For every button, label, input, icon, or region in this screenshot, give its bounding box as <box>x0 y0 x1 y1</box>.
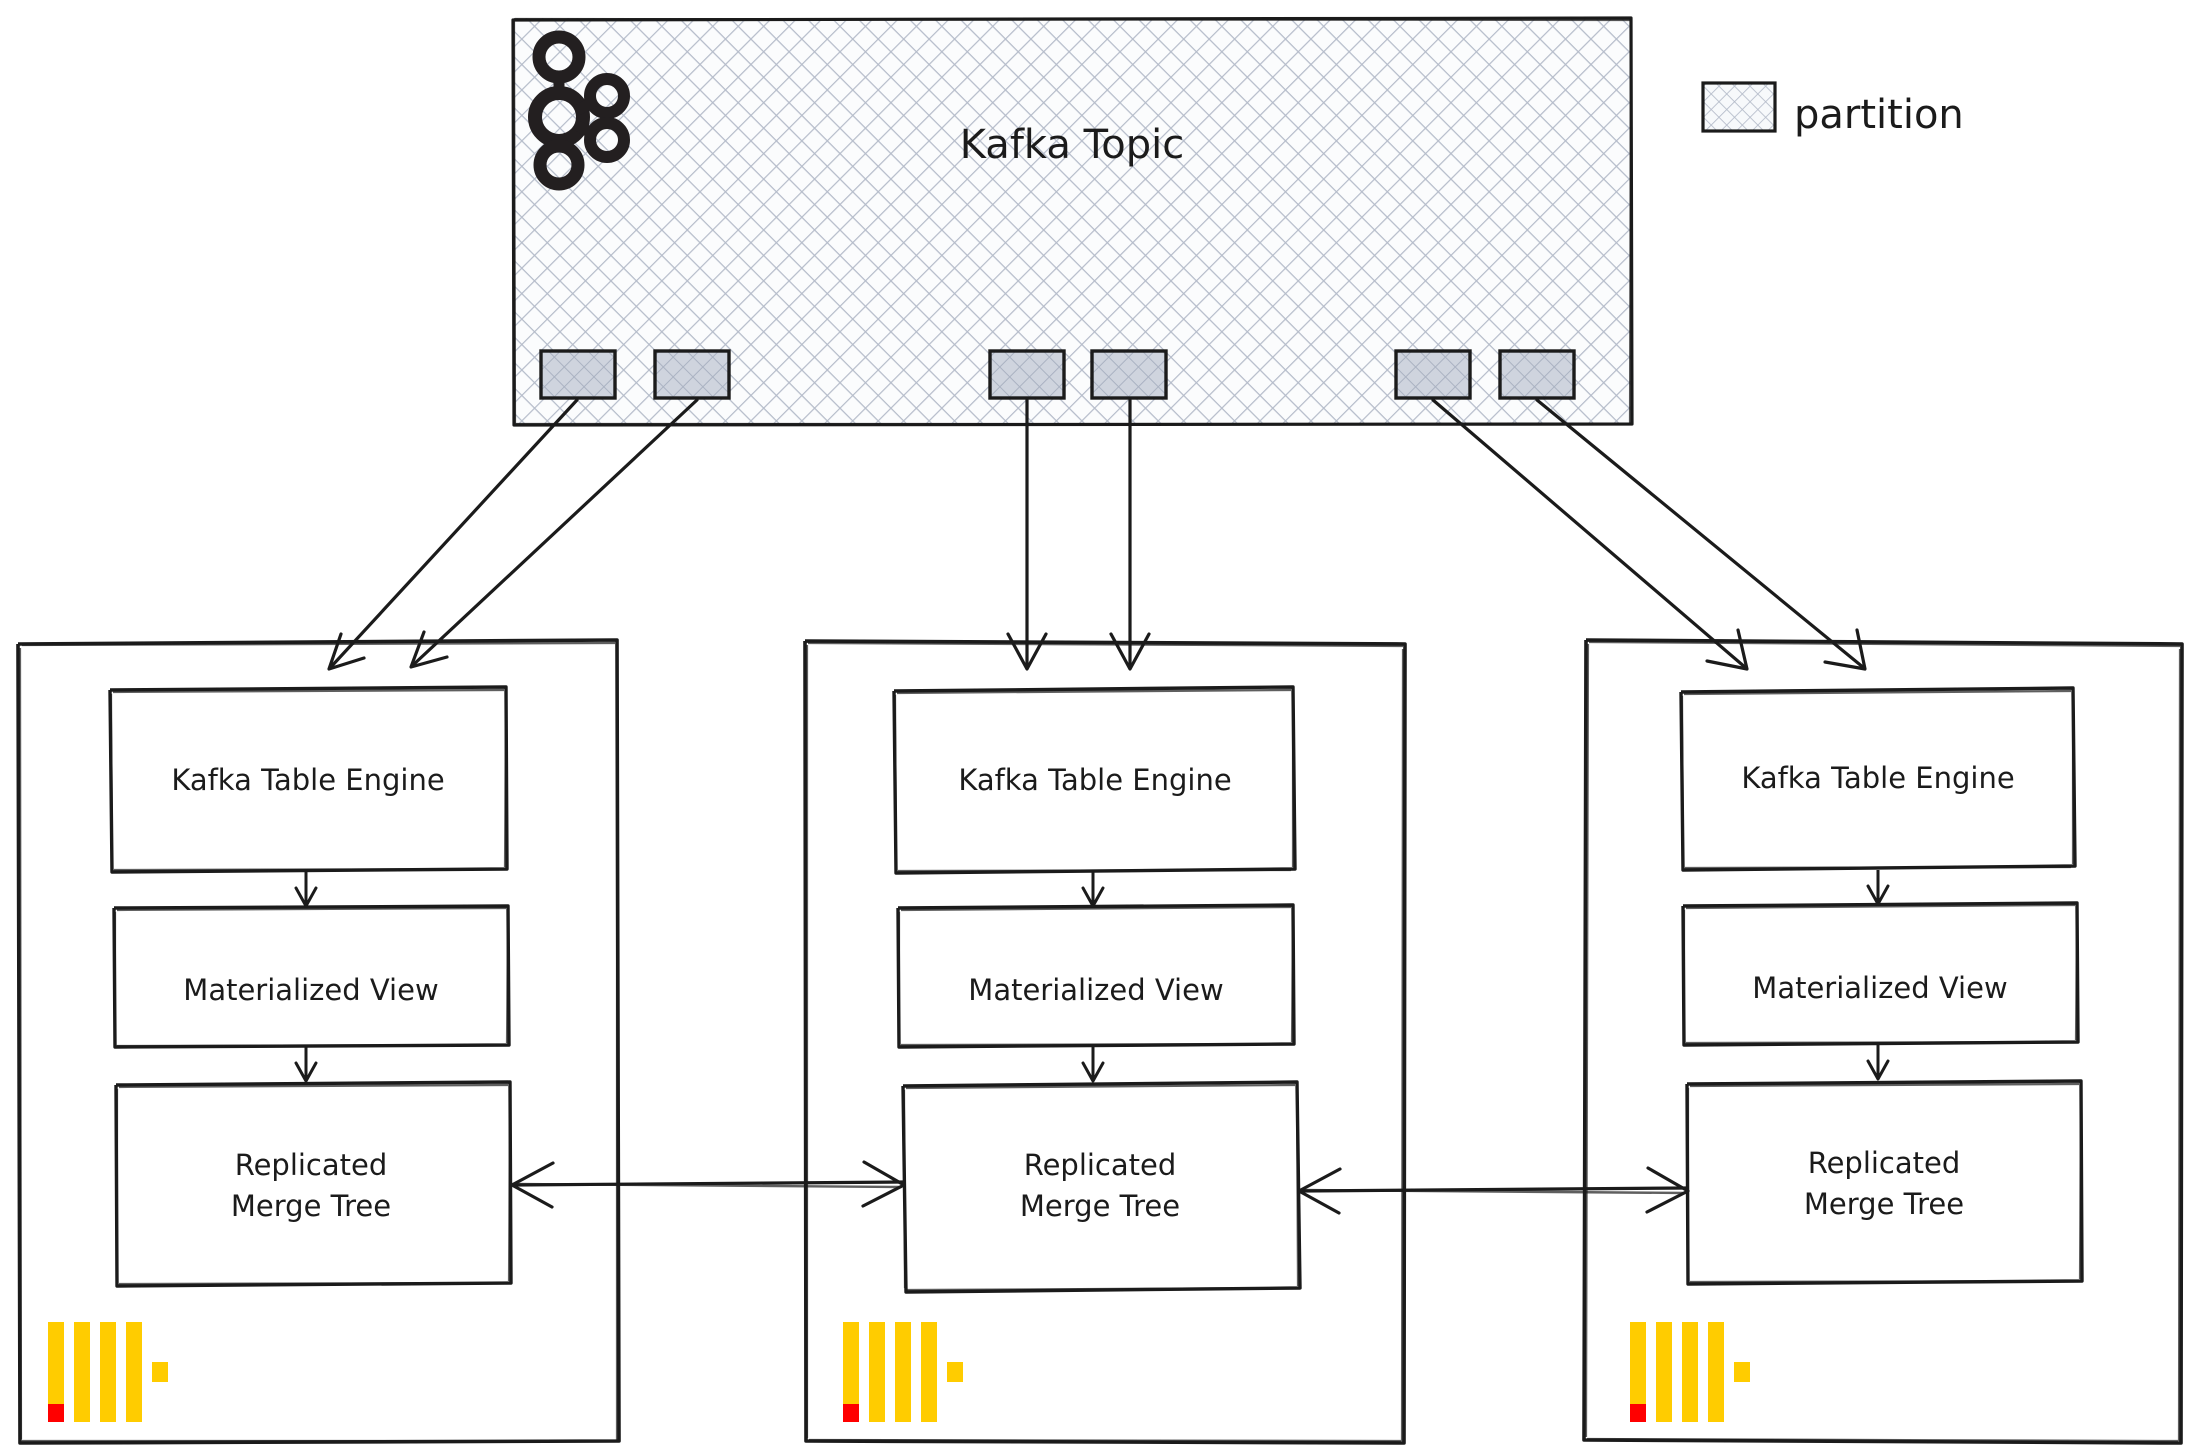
box-mv-2-label: Materialized View <box>968 973 1223 1007</box>
box-rmt-1-line2: Merge Tree <box>231 1189 391 1223</box>
arrow-mv2-rmt2 <box>1081 1047 1105 1083</box>
arrow-p4-node2 <box>1109 398 1151 671</box>
arrow-replication-1-2 <box>510 1160 906 1209</box>
box-mv-1[interactable]: Materialized View <box>112 904 511 1049</box>
arrow-mv1-rmt1 <box>294 1047 318 1083</box>
arrow-mv3-rmt3 <box>1866 1045 1890 1081</box>
box-rmt-2-line2: Merge Tree <box>1020 1189 1180 1223</box>
arrow-replication-2-3 <box>1297 1166 1690 1215</box>
cluster-node-3[interactable] <box>1582 638 2184 1445</box>
kafka-logo <box>528 30 630 191</box>
arrow-p1-node1 <box>327 398 579 671</box>
box-mv-3[interactable]: Materialized View <box>1681 901 2080 1047</box>
box-rmt-2[interactable]: Replicated Merge Tree <box>901 1080 1302 1294</box>
box-mv-1-label: Materialized View <box>183 973 438 1007</box>
clickhouse-logo-2 <box>843 1322 963 1422</box>
box-rmt-3-line1: Replicated <box>1808 1146 1961 1180</box>
partition-p5[interactable] <box>1394 349 1472 400</box>
partition-p1[interactable] <box>539 349 617 400</box>
box-kte-3-label: Kafka Table Engine <box>1741 761 2014 795</box>
box-rmt-3[interactable]: Replicated Merge Tree <box>1685 1079 2084 1286</box>
partition-p2[interactable] <box>653 349 731 400</box>
box-kte-1[interactable]: Kafka Table Engine <box>108 685 509 874</box>
legend: partition <box>1701 81 1964 138</box>
hatched-square-icon <box>1701 81 1777 133</box>
arrow-p3-node2 <box>1006 398 1048 671</box>
partition-p3[interactable] <box>988 349 1066 400</box>
kafka-topic-label: Kafka Topic <box>960 122 1184 168</box>
box-rmt-1-line1: Replicated <box>235 1148 388 1182</box>
box-rmt-1[interactable]: Replicated Merge Tree <box>114 1080 513 1288</box>
clickhouse-logo-3 <box>1630 1322 1750 1422</box>
cluster-node-1[interactable] <box>16 638 621 1445</box>
box-kte-1-label: Kafka Table Engine <box>171 763 444 797</box>
box-rmt-2-line1: Replicated <box>1024 1148 1177 1182</box>
clickhouse-logo-1 <box>48 1322 168 1422</box>
cluster-node-2[interactable] <box>803 639 1407 1445</box>
box-kte-2-label: Kafka Table Engine <box>958 763 1231 797</box>
partition-p6[interactable] <box>1498 349 1576 400</box>
partition-p4[interactable] <box>1090 349 1168 400</box>
legend-label: partition <box>1794 92 1964 138</box>
box-rmt-3-line2: Merge Tree <box>1804 1187 1964 1221</box>
box-mv-3-label: Materialized View <box>1752 971 2007 1005</box>
box-kte-3[interactable]: Kafka Table Engine <box>1679 686 2077 872</box>
box-mv-2[interactable]: Materialized View <box>896 903 1296 1049</box>
box-kte-2[interactable]: Kafka Table Engine <box>892 685 1297 875</box>
